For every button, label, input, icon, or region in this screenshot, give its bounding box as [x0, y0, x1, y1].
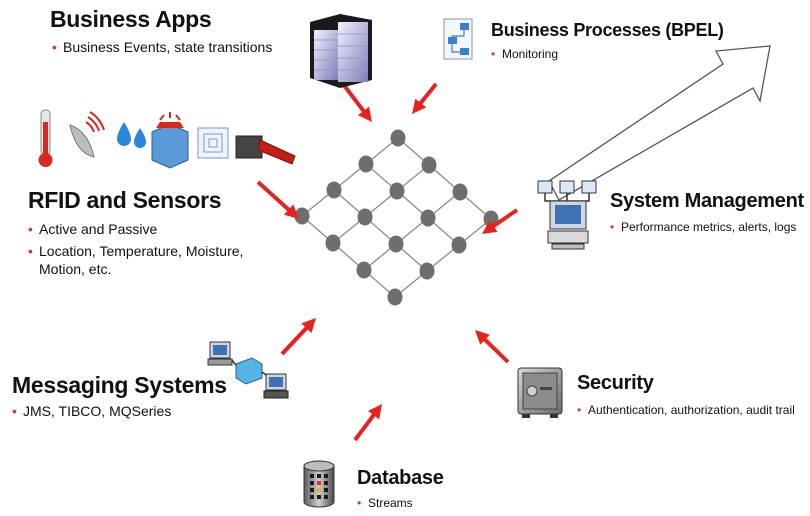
messaging-network-icon — [207, 341, 289, 399]
source-bullet: Authentication, authorization, audit tra… — [577, 403, 795, 418]
source-bpel: Business Processes (BPEL) Monitoring — [491, 20, 724, 62]
inbound-arrow — [475, 330, 510, 364]
source-bullets: Performance metrics, alerts, logs — [610, 220, 804, 235]
source-bullets: Authentication, authorization, audit tra… — [577, 403, 795, 418]
mesh-node — [389, 182, 405, 200]
mesh-node — [325, 234, 341, 252]
source-bullets: Streams — [357, 496, 444, 511]
mesh-node — [452, 183, 468, 201]
source-database: Database Streams — [357, 467, 444, 511]
inbound-arrow — [482, 208, 519, 234]
mesh-node — [357, 208, 373, 226]
source-messaging: Messaging Systems JMS, TIBCO, MQSeries — [12, 372, 227, 420]
source-title: Messaging Systems — [12, 372, 227, 398]
mesh-node — [356, 261, 372, 279]
inbound-arrow — [412, 82, 438, 114]
event-mesh-lines — [301, 137, 492, 298]
source-bullets: Monitoring — [491, 47, 724, 62]
source-title: Security — [577, 372, 654, 394]
source-bullet: Monitoring — [491, 47, 724, 62]
source-title: Business Processes (BPEL) — [491, 20, 724, 40]
building-icon — [310, 14, 372, 88]
source-business-apps: Business Apps Business Events, state tra… — [50, 6, 272, 56]
process-flow-icon — [443, 18, 473, 60]
source-bullet: Streams — [357, 496, 444, 511]
source-security: Security Authentication, authorization, … — [577, 372, 795, 418]
source-title: Business Apps — [50, 6, 212, 32]
source-bullet: Performance metrics, alerts, logs — [610, 220, 804, 235]
inbound-arrow — [338, 78, 372, 122]
inbound-arrow — [256, 180, 299, 219]
source-bullet: Location, Temperature, Moisture, Motion,… — [28, 242, 278, 278]
source-system-management: System Management Performance metrics, a… — [610, 190, 804, 235]
source-rfid: RFID and Sensors Active and Passive Loca… — [28, 187, 278, 278]
source-bullets: JMS, TIBCO, MQSeries — [12, 402, 227, 420]
source-bullet: Active and Passive — [28, 220, 278, 238]
mesh-node — [419, 262, 435, 280]
source-title: RFID and Sensors — [28, 187, 222, 213]
mesh-node — [390, 129, 406, 147]
inbound-arrows — [256, 78, 519, 442]
mesh-node — [421, 156, 437, 174]
source-bullets: Active and Passive Location, Temperature… — [28, 220, 278, 278]
event-mesh-nodes — [294, 129, 499, 306]
mesh-node — [387, 288, 403, 306]
network-computer-icon — [537, 180, 597, 250]
mesh-node — [358, 155, 374, 173]
source-title: Database — [357, 467, 444, 489]
inbound-arrow — [353, 404, 382, 442]
source-bullets: Business Events, state transitions — [52, 38, 272, 56]
mesh-node — [420, 209, 436, 227]
inbound-arrow — [280, 318, 316, 356]
mesh-node — [451, 236, 467, 254]
output-big-arrow — [548, 45, 771, 201]
database-icon — [303, 460, 335, 508]
source-title: System Management — [610, 190, 804, 212]
sensors-icon — [38, 109, 296, 169]
source-bullet: JMS, TIBCO, MQSeries — [12, 402, 227, 420]
mesh-node — [388, 235, 404, 253]
safe-icon — [517, 367, 563, 418]
source-bullet: Business Events, state transitions — [52, 38, 272, 56]
mesh-node — [326, 181, 342, 199]
mesh-node — [294, 207, 310, 225]
